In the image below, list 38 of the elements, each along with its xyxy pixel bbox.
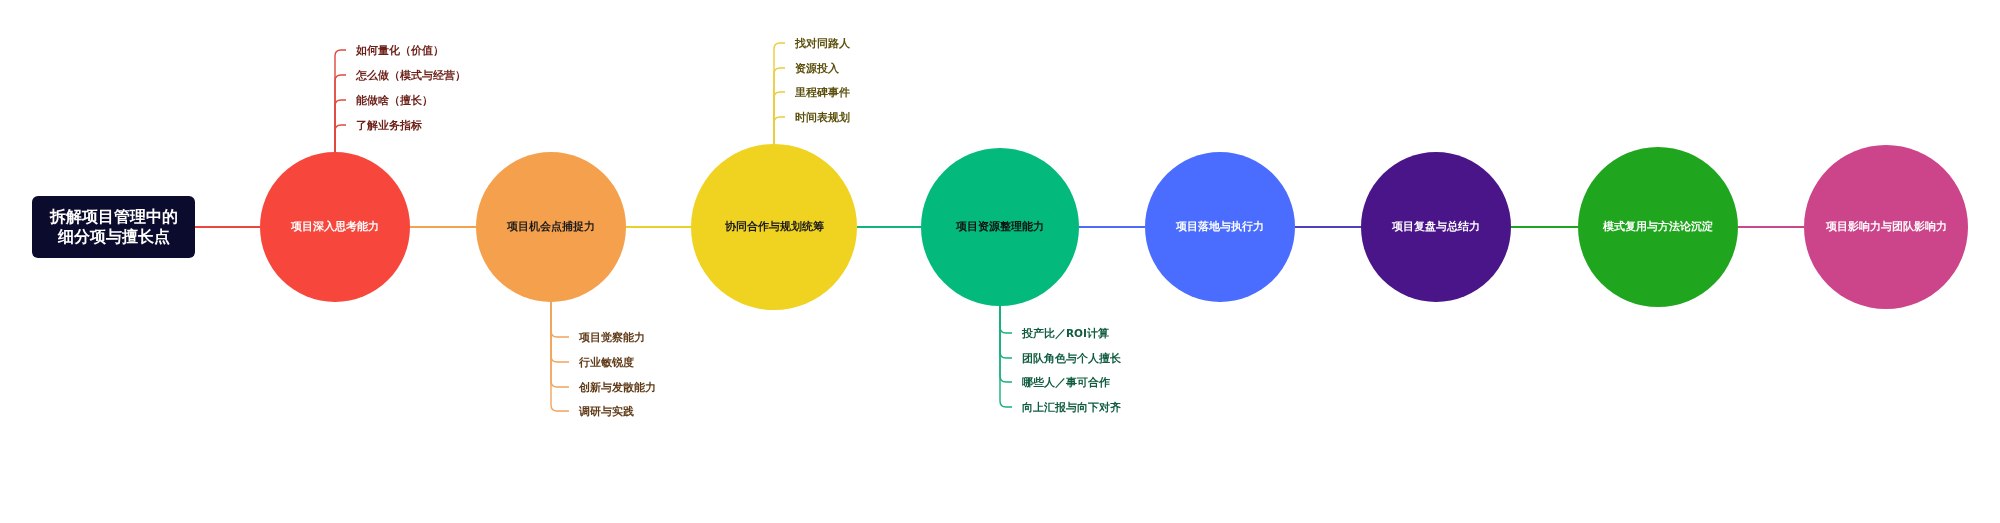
subtopic-label: 项目觉察能力: [569, 330, 645, 344]
subtopic-label: 行业敏锐度: [569, 355, 634, 369]
subtopic-label: 投产比／ROI计算: [1012, 326, 1109, 340]
subtopic-label: 创新与发散能力: [569, 380, 656, 394]
subtopic-label: 调研与实践: [569, 404, 634, 418]
subtopic-label: 向上汇报与向下对齐: [1012, 400, 1121, 414]
topic-label: 项目影响力与团队影响力: [1825, 220, 1947, 234]
connector-line: [194, 226, 261, 228]
topic-label: 项目复盘与总结力: [1392, 220, 1480, 234]
branch-line: [334, 124, 347, 153]
subtopic-label: 哪些人／事可合作: [1012, 375, 1110, 389]
branch-line: [550, 301, 570, 412]
topic-label: 项目深入思考能力: [291, 220, 379, 234]
topic-label: 项目机会点捕捉力: [507, 220, 595, 234]
central-topic-label: 拆解项目管理中的细分项与擅长点: [48, 207, 179, 247]
topic-label: 模式复用与方法论沉淀: [1603, 220, 1713, 234]
connector-line: [625, 226, 692, 228]
topic-label: 协同合作与规划统筹: [724, 220, 824, 234]
subtopic-label: 能做啥（擅长）: [346, 93, 433, 107]
topic-label: 项目落地与执行力: [1176, 220, 1264, 234]
branch-line: [999, 305, 1013, 408]
topic-label: 项目资源整理能力: [956, 220, 1044, 234]
subtopic-label: 找对同路人: [785, 36, 850, 50]
connector-line: [409, 226, 477, 228]
subtopic-label: 怎么做（模式与经营）: [346, 68, 466, 82]
connector-line: [1078, 226, 1146, 228]
branch-line: [773, 116, 786, 145]
subtopic-label: 资源投入: [785, 61, 839, 75]
connector-line: [1510, 226, 1579, 228]
connector-line: [856, 226, 922, 228]
subtopic-label: 里程碑事件: [785, 85, 850, 99]
subtopic-label: 时间表规划: [785, 110, 850, 124]
connector-line: [1737, 226, 1805, 228]
subtopic-label: 团队角色与个人擅长: [1012, 351, 1121, 365]
central-topic-box: [32, 196, 195, 258]
subtopic-label: 如何量化（价值）: [346, 43, 444, 57]
subtopic-label: 了解业务指标: [346, 118, 422, 132]
connector-line: [1294, 226, 1362, 228]
